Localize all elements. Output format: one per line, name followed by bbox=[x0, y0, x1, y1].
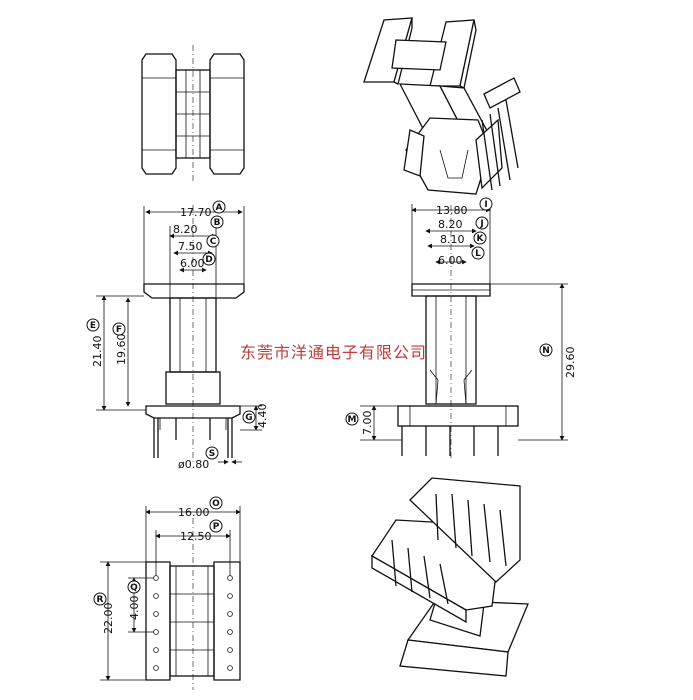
dim-6-00-d: 6.00 bbox=[180, 257, 205, 270]
svg-text:A: A bbox=[216, 203, 223, 213]
svg-text:I: I bbox=[484, 200, 487, 210]
dim-7-00: 7.00 bbox=[361, 411, 374, 436]
dim-19-60: 19.60 bbox=[115, 334, 128, 366]
tag-n: N bbox=[539, 343, 553, 357]
tag-i: I bbox=[479, 197, 493, 211]
svg-text:O: O bbox=[212, 499, 220, 509]
tag-s: S bbox=[205, 446, 219, 460]
svg-text:G: G bbox=[245, 413, 252, 423]
dim-7-50: 7.50 bbox=[178, 240, 203, 253]
dim-17-70: 17.70 bbox=[180, 206, 212, 219]
svg-text:S: S bbox=[209, 449, 215, 459]
svg-text:J: J bbox=[479, 219, 483, 229]
svg-text:F: F bbox=[116, 325, 122, 335]
tag-a: A bbox=[212, 200, 226, 214]
dim-13-80: 13.80 bbox=[436, 204, 468, 217]
svg-text:L: L bbox=[475, 249, 481, 259]
dim-16-00: 16.00 bbox=[178, 506, 210, 519]
tag-d: D bbox=[202, 252, 216, 266]
dim-21-40: 21.40 bbox=[91, 336, 104, 368]
dim-8-20-j: 8.20 bbox=[438, 218, 463, 231]
company-watermark: 东莞市洋通电子有限公司 bbox=[240, 343, 427, 362]
dim-8-10: 8.10 bbox=[440, 233, 465, 246]
dim-4-00: 4.00 bbox=[128, 596, 141, 621]
tag-j: J bbox=[475, 216, 489, 230]
tag-f: F bbox=[112, 322, 126, 336]
dim-4-40: 4.40 bbox=[256, 404, 269, 429]
tag-k: K bbox=[473, 231, 487, 245]
svg-text:D: D bbox=[205, 255, 212, 265]
tag-b: B bbox=[210, 215, 224, 229]
tag-r: R bbox=[93, 592, 107, 606]
side-view: 13.80 8.20 8.10 6.00 29.60 7.00 bbox=[360, 204, 577, 460]
bottom-view: 16.00 12.50 22.00 4.00 bbox=[100, 506, 241, 690]
dim-8-20-b: 8.20 bbox=[173, 223, 198, 236]
tag-l: L bbox=[471, 246, 485, 260]
svg-text:N: N bbox=[542, 346, 550, 356]
dim-12-50: 12.50 bbox=[180, 530, 212, 543]
tag-g: G bbox=[242, 410, 256, 424]
dim-6-00-l: 6.00 bbox=[438, 254, 463, 267]
tag-m: M bbox=[345, 412, 359, 426]
dimension-tags: A B C D E F G S I J K L M N O P Q R bbox=[86, 197, 553, 606]
tag-c: C bbox=[206, 234, 220, 248]
svg-text:M: M bbox=[348, 415, 357, 425]
svg-text:P: P bbox=[213, 522, 220, 532]
dim-pin-diameter: ø0.80 bbox=[178, 458, 209, 471]
tag-e: E bbox=[86, 318, 100, 332]
isometric-view-bottom bbox=[371, 477, 529, 677]
tag-o: O bbox=[209, 496, 223, 510]
tag-q: Q bbox=[127, 580, 141, 594]
svg-text:R: R bbox=[97, 595, 104, 605]
dim-29-60: 29.60 bbox=[564, 347, 577, 379]
svg-text:Q: Q bbox=[130, 583, 138, 593]
front-view: 17.70 8.20 7.50 6.00 21.40 19.60 4.40 ø0… bbox=[91, 205, 269, 471]
tag-p: P bbox=[209, 519, 223, 533]
isometric-view-top bbox=[363, 17, 521, 195]
svg-text:B: B bbox=[214, 218, 221, 228]
svg-text:K: K bbox=[477, 234, 485, 244]
top-view bbox=[141, 45, 245, 182]
svg-text:E: E bbox=[90, 321, 96, 331]
svg-text:C: C bbox=[210, 237, 217, 247]
dim-22-00: 22.00 bbox=[102, 603, 115, 635]
